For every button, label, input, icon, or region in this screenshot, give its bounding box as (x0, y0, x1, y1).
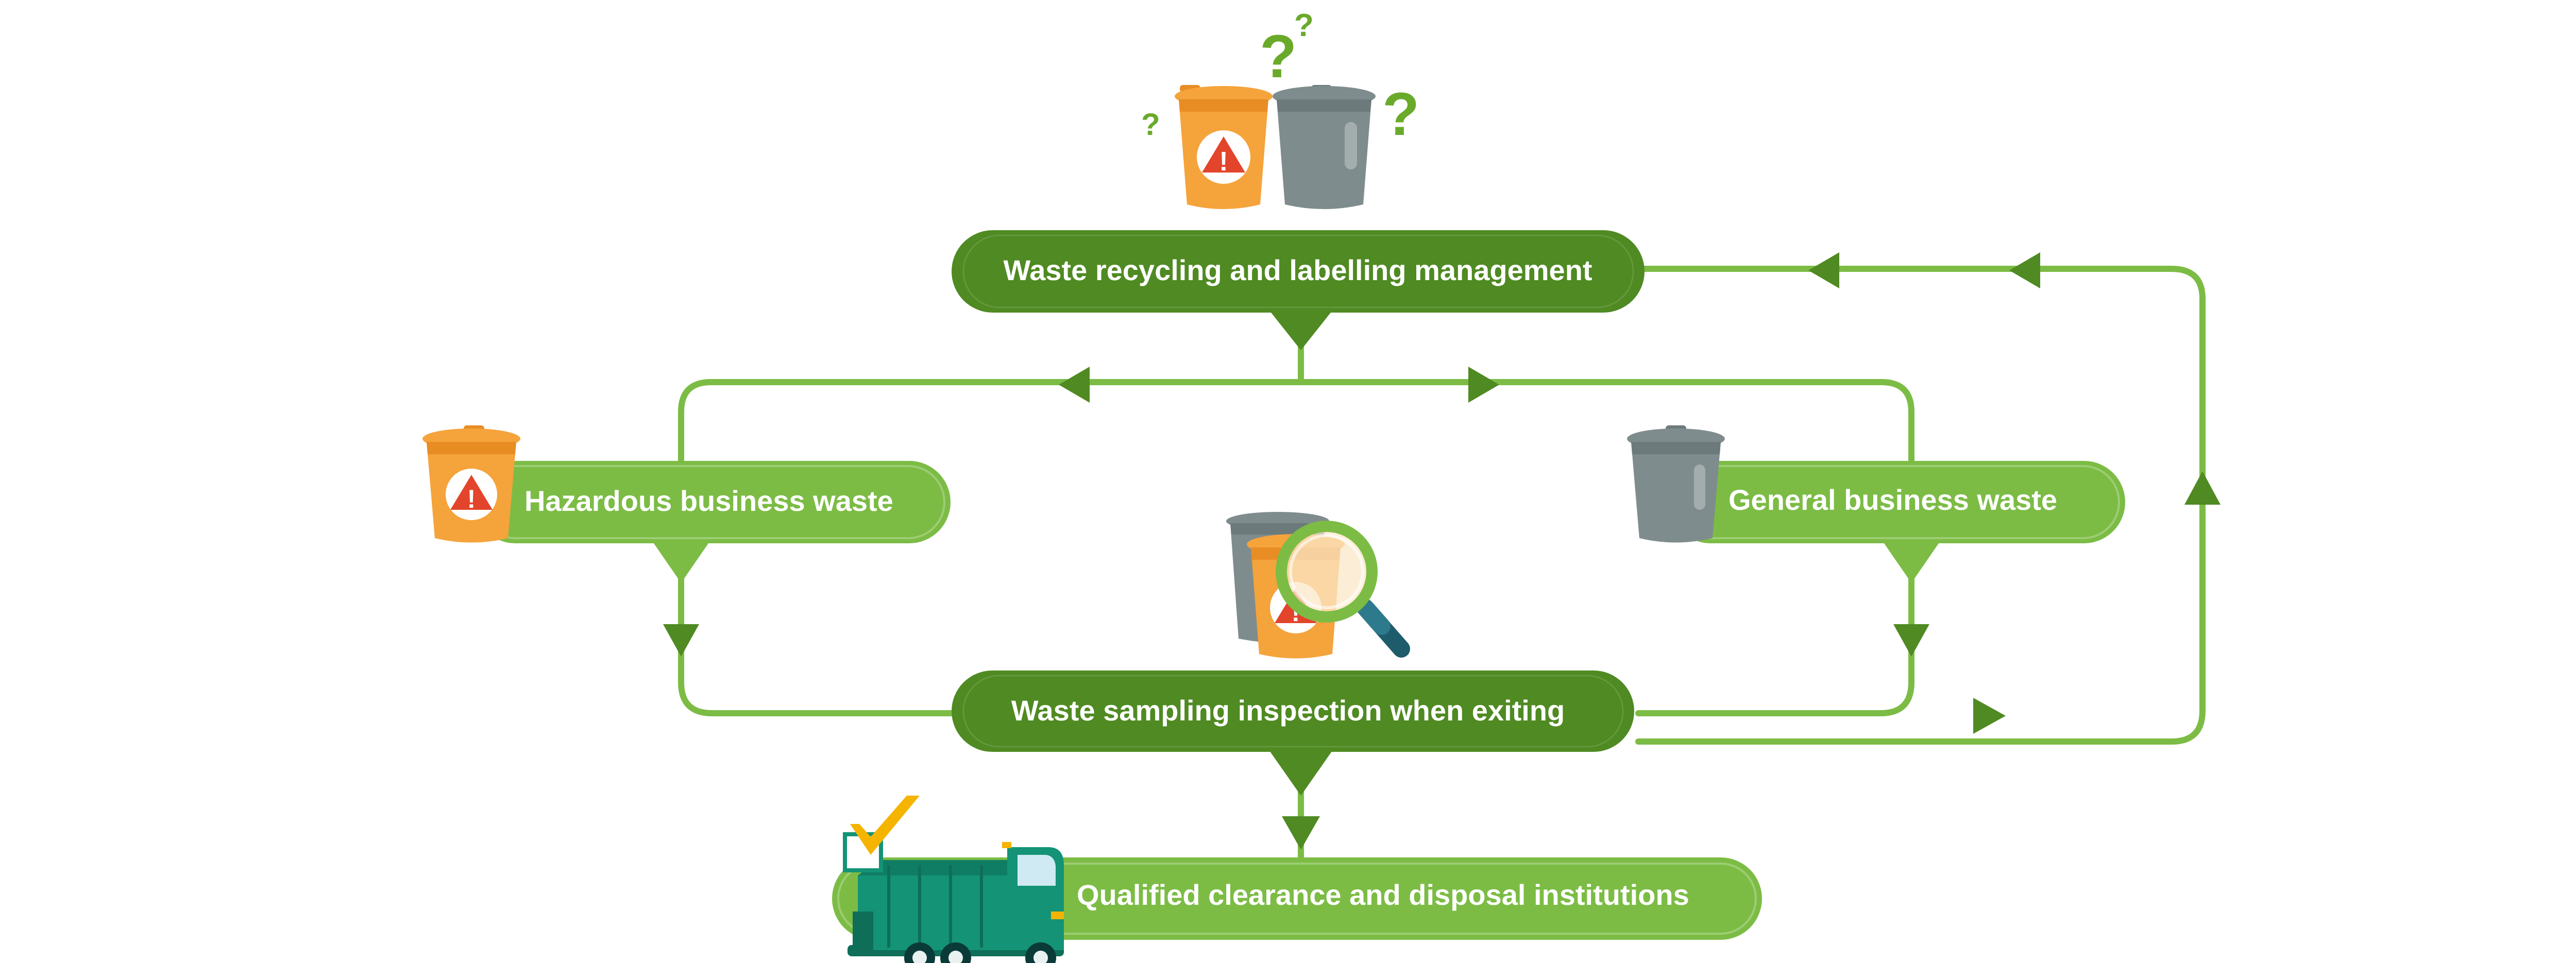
node-hazardous-pill (474, 461, 951, 543)
node-top-pill (952, 230, 1645, 313)
node-top: Waste recycling and labelling management (952, 230, 1645, 350)
arrow-down-hazardous (663, 624, 699, 657)
general-bin-icon (1273, 85, 1376, 209)
question-mark-icon: ? (1294, 8, 1314, 43)
node-disposal-pill-inner (837, 863, 1757, 935)
general-to-inspection-line (1635, 571, 1914, 716)
svg-text:!: ! (467, 485, 476, 513)
arrow-left-branch (1059, 367, 1090, 403)
node-top-label: Waste recycling and labelling management (1003, 254, 1592, 286)
hazardous-to-inspection-line (678, 571, 967, 716)
connector-lines (678, 266, 2206, 861)
garbage-truck-icon (848, 842, 1064, 963)
node-disposal-pill (832, 857, 1762, 940)
question-marks: ? ? ? ? (1141, 8, 1419, 148)
node-disposal: Qualified clearance and disposal institu… (832, 857, 1762, 940)
node-top-pointer (1267, 308, 1334, 350)
inspection-bins-icon: ! (1226, 512, 1410, 659)
node-inspection-pill (952, 670, 1634, 752)
arrow-right-branch (1468, 367, 1499, 403)
general-bin-icon (1627, 425, 1725, 543)
arrow-left-feedback-1 (2009, 252, 2040, 288)
node-hazardous-pointer (649, 537, 713, 583)
node-general-pill (1669, 461, 2125, 543)
arrow-right-feedback (1973, 698, 2006, 734)
arrowheads (663, 252, 2221, 850)
arrow-up-feedback (2184, 471, 2221, 505)
checkmark-icon (843, 796, 920, 872)
node-inspection-label: Waste sampling inspection when exiting (1011, 694, 1565, 727)
arrow-left-feedback-2 (1808, 252, 1839, 288)
arrow-down-general (1893, 624, 1929, 657)
node-general-label: General business waste (1728, 484, 2057, 516)
question-mark-icon: ? (1260, 23, 1297, 91)
node-hazardous-label: Hazardous business waste (524, 485, 893, 517)
arrow-down-disposal (1282, 816, 1320, 850)
question-mark-icon: ? (1382, 80, 1419, 148)
question-mark-icon: ? (1141, 107, 1160, 142)
magnifier-icon (1276, 521, 1410, 658)
hazard-bin-icon: ! (422, 425, 520, 543)
node-general: General business waste (1669, 461, 2125, 583)
node-inspection-pill-inner (962, 675, 1624, 748)
hazard-bin-icon: ! (1175, 85, 1273, 209)
node-top-pill-inner (962, 234, 1634, 308)
node-disposal-label: Qualified clearance and disposal institu… (1077, 879, 1689, 911)
node-inspection-pointer (1267, 748, 1334, 796)
node-hazardous: Hazardous business waste (474, 461, 951, 583)
branch-line (678, 379, 1914, 472)
node-inspection: Waste sampling inspection when exiting (952, 670, 1634, 796)
svg-text:!: ! (1219, 147, 1228, 177)
node-general-pointer (1879, 537, 1943, 583)
